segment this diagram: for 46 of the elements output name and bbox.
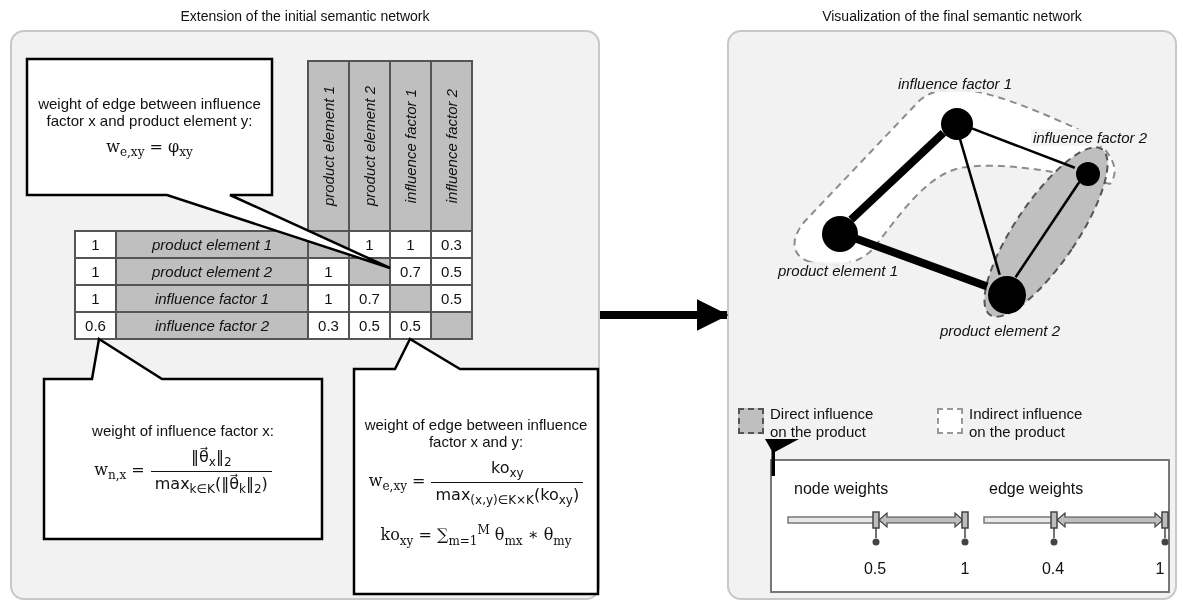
legend-text: Indirect influence on the product [969, 405, 1084, 441]
table-cell: 0.3 [430, 230, 473, 259]
panel-heading: Visualization of the final semantic network [821, 8, 1083, 24]
formula-lhs: w$_{n,x}$ = [94, 460, 145, 483]
slider-label: edge weights [989, 480, 1084, 498]
table-cell: 0.5 [389, 311, 432, 340]
table-cell: 0.5 [430, 284, 473, 313]
edge-line [853, 234, 989, 291]
table-cell: 0.5 [430, 257, 473, 286]
panel [10, 30, 600, 600]
fraction-denominator: max$_{k∈K}$(‖θ⃗$_{k}$‖$_{2}$) [150, 471, 272, 497]
column-header: product element 1 [307, 60, 350, 232]
value-label: 1 [960, 560, 970, 578]
fraction-numerator: ko$_{xy}$ [490, 457, 525, 482]
formula-lhs: w$_{e,xy}$ = [368, 471, 426, 494]
callout-text: weight of influence factor x: [92, 421, 274, 439]
edge-line [1014, 181, 1081, 278]
node-label: product element 2 [937, 322, 1063, 339]
node-label: influence factor 2 [1030, 129, 1150, 146]
panel-heading: Extension of the initial semantic network [179, 8, 431, 24]
column-header: influence factor 1 [389, 60, 432, 232]
legend-text: Direct influence on the product [770, 405, 875, 441]
row-header: product element 2 [115, 257, 309, 286]
weight-cell: 0.6 [74, 311, 117, 340]
column-header: influence factor 2 [430, 60, 473, 232]
slider-label: node weights [794, 480, 889, 498]
edge-line [848, 130, 947, 223]
callout-text: weight of edge between influence factor x and y: [364, 415, 588, 450]
callout-box [354, 339, 598, 594]
slider-panel [770, 459, 1170, 593]
callout-text: weight of edge between influence factor x and product element y: [37, 94, 262, 129]
value-label: 0.4 [1041, 560, 1065, 578]
formula: ko$_{xy}$ = ∑$_{m=1}$$^{M}$ θ$_{mx}$ ∗ θ$_{my}$ [380, 522, 572, 548]
table-cell: 0.3 [307, 311, 350, 340]
column-header: product element 2 [348, 60, 391, 232]
formula: w$_{e,xy}$ = φ$_{xy}$ [106, 136, 193, 160]
value-label: 0.5 [863, 560, 887, 578]
row-header: influence factor 2 [115, 311, 309, 340]
table-cell: 0.5 [348, 311, 391, 340]
row-header: influence factor 1 [115, 284, 309, 313]
arrow [600, 299, 729, 331]
callout-box [44, 339, 322, 539]
value-label: 1 [1155, 560, 1165, 578]
edge-line [958, 137, 1001, 276]
fraction-numerator: ‖θ⃗$_{x}$‖$_{2}$ [190, 446, 233, 471]
fraction-denominator: max$_{(x,y)∈K×K}$(ko$_{xy}$) [431, 481, 584, 507]
